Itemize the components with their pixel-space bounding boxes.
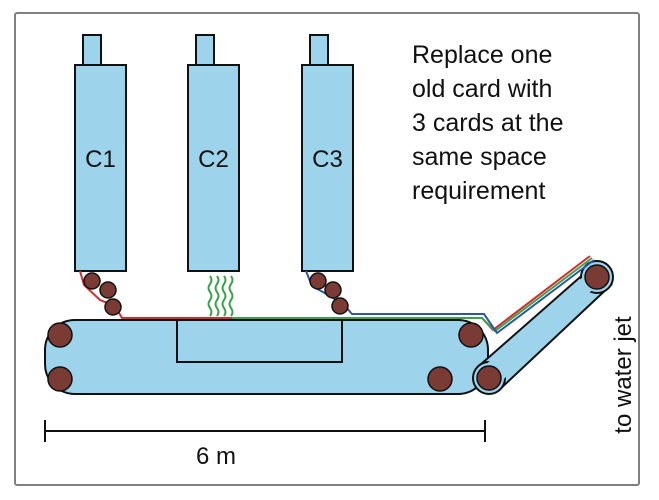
card-c1-label: C1 xyxy=(85,146,116,173)
note-line: old card with xyxy=(412,75,553,103)
inclined-roller xyxy=(476,365,502,391)
card-c3-label: C3 xyxy=(312,146,343,173)
web-green xyxy=(232,257,593,333)
feed-roller xyxy=(309,272,327,290)
main-conveyor xyxy=(44,319,489,395)
note-line: requirement xyxy=(412,177,546,205)
feed-roller xyxy=(83,272,101,290)
conveyor-roller xyxy=(47,322,73,348)
inclined-conveyor xyxy=(472,260,614,395)
feed-roller xyxy=(104,298,122,316)
feed-roller xyxy=(324,281,342,299)
c2-fiber-stream xyxy=(207,275,234,317)
replacement-note: Replace one old card with 3 cards at the… xyxy=(412,38,632,208)
note-line: 3 cards at the xyxy=(412,109,564,137)
card-c3-body xyxy=(301,64,354,272)
card-c1-outlet xyxy=(82,34,102,66)
card-c3-outlet xyxy=(309,34,329,66)
lapping-table xyxy=(176,319,343,363)
note-line: Replace one xyxy=(412,41,553,69)
feed-roller xyxy=(331,297,349,315)
note-line: same space xyxy=(412,143,547,171)
conveyor-belt xyxy=(44,319,489,395)
inclined-roller xyxy=(584,264,610,290)
conveyor-roller xyxy=(458,322,484,348)
card-c2: C2 xyxy=(187,34,240,272)
c3-rollers xyxy=(309,272,349,315)
diagram-frame xyxy=(14,12,640,486)
feed-roller xyxy=(99,281,117,299)
card-c2-label: C2 xyxy=(198,146,229,173)
card-c1: C1 xyxy=(74,34,127,272)
card-c2-outlet xyxy=(195,34,215,66)
conveyor-roller xyxy=(47,366,73,392)
outlet-label: to water jet xyxy=(610,316,637,434)
dimension-6m xyxy=(44,420,486,442)
conveyor-roller xyxy=(427,366,453,392)
card-c3: C3 xyxy=(301,34,354,272)
card-c2-body xyxy=(187,64,240,272)
dimension-label: 6 m xyxy=(196,443,236,470)
card-c1-body xyxy=(74,64,127,272)
c1-rollers xyxy=(83,272,122,316)
